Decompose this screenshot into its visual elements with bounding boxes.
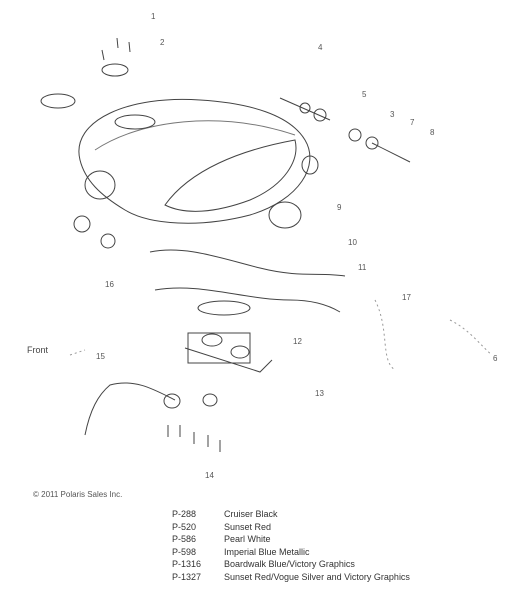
side-cover — [268, 201, 302, 229]
callout-12: 12 — [293, 337, 302, 346]
callout-16: 16 — [105, 280, 114, 289]
callout-2: 2 — [160, 38, 165, 47]
callout-17: 17 — [402, 293, 411, 302]
callout-10: 10 — [348, 238, 357, 247]
mounting-hardware — [279, 97, 411, 163]
legend-row: P-520 Sunset Red — [172, 521, 410, 534]
fuel-tank-rear-mount — [301, 155, 319, 175]
pump-screws — [167, 425, 221, 452]
paint-name: Pearl White — [224, 534, 271, 544]
callout-11: 11 — [358, 263, 367, 272]
paint-code: P-598 — [172, 546, 197, 557]
fuel-tank-front-mount — [84, 170, 116, 200]
callout-8: 8 — [430, 128, 435, 137]
paint-code: P-288 — [172, 509, 197, 519]
callout-3: 3 — [390, 110, 395, 119]
paint-name: Boardwalk Blue/Victory Graphics — [224, 559, 355, 569]
paint-name: Imperial Blue Metallic — [224, 546, 310, 557]
copyright-notice: © 2011 Polaris Sales Inc. — [33, 490, 123, 499]
legend-row: P-1327 Sunset Red/Vogue Silver and Victor… — [172, 571, 410, 584]
callout-14: 14 — [205, 471, 214, 480]
fuel-line-upper — [149, 249, 346, 277]
fuel-cap-gasket — [40, 93, 76, 109]
callout-1: 1 — [151, 12, 156, 21]
hose-fitting — [163, 393, 181, 409]
fuel-pump-hose — [84, 382, 176, 436]
paint-code: P-586 — [172, 534, 197, 544]
legend-row: P-598 Imperial Blue Metallic — [172, 546, 410, 559]
grommet — [73, 215, 91, 233]
fuel-cap — [101, 63, 129, 77]
callout-6: 6 — [493, 354, 498, 363]
pump-gasket — [197, 300, 251, 316]
paint-code: P-1327 — [172, 571, 202, 582]
front-label: Front — [27, 345, 49, 355]
callout-5: 5 — [362, 90, 367, 99]
callout-13: 13 — [315, 389, 324, 398]
paint-code: P-1316 — [172, 559, 202, 569]
paint-name: Cruiser Black — [224, 509, 278, 519]
paint-code: P-520 — [172, 521, 197, 532]
fuel-cap-opening — [114, 114, 156, 130]
legend-row: P-288 Cruiser Black — [172, 508, 410, 521]
fuel-tank — [78, 98, 311, 224]
callout-7: 7 — [410, 118, 415, 127]
fuel-tank-panel — [164, 139, 297, 212]
legend-row: P-1316 Boardwalk Blue/Victory Graphics — [172, 558, 410, 571]
fuel-filter — [202, 393, 218, 407]
callout-9: 9 — [337, 203, 342, 212]
callout-4: 4 — [318, 43, 323, 52]
fuel-pump-assembly — [184, 332, 273, 373]
paint-name: Sunset Red — [224, 521, 272, 532]
legend-row: P-586 Pearl White — [172, 533, 410, 546]
grommet — [100, 233, 116, 249]
paint-name: Sunset Red/Vogue Silver and Victory Grap… — [224, 571, 410, 582]
callout-15: 15 — [96, 352, 105, 361]
fuel-tank-stripe — [94, 120, 296, 151]
color-legend: P-288 Cruiser Black P-520 Sunset Red P-586… — [172, 508, 410, 583]
fuel-line-lower — [154, 287, 341, 313]
